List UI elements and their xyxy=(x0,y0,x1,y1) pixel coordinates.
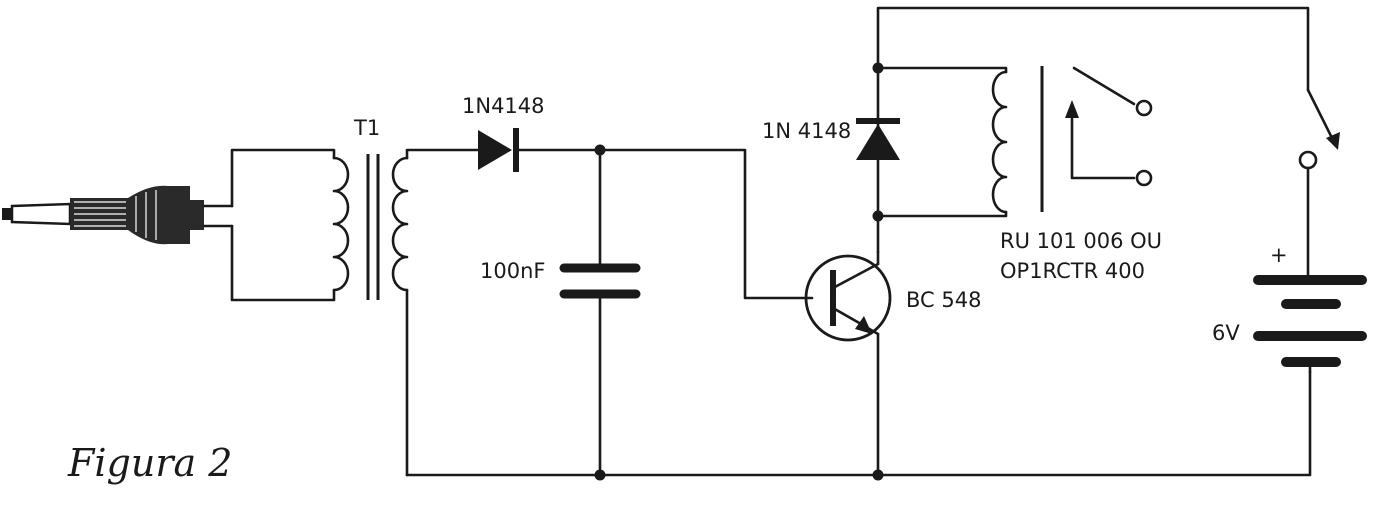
battery-plus-label: + xyxy=(1270,243,1288,267)
relay-label-line2: OP1RCTR 400 xyxy=(1000,259,1145,283)
relay xyxy=(991,66,1153,214)
junction-dot xyxy=(872,469,884,481)
junction-dot xyxy=(872,62,884,74)
battery-6v xyxy=(1253,275,1367,374)
transformer-label: T1 xyxy=(353,116,380,140)
rectifier-diode-label: 1N4148 xyxy=(462,94,545,118)
transistor-label: BC 548 xyxy=(906,288,981,312)
capacitor-100nf xyxy=(559,148,641,477)
transformer-t1 xyxy=(332,148,480,477)
transistor-bc548 xyxy=(804,250,892,477)
capacitor-label: 100nF xyxy=(480,259,545,283)
flyback-diode-label: 1N 4148 xyxy=(762,119,851,143)
power-switch xyxy=(1298,88,1340,280)
audio-plug xyxy=(2,185,234,245)
battery-voltage-label: 6V xyxy=(1212,321,1240,345)
flyback-diode xyxy=(856,118,900,160)
junction-dot xyxy=(594,144,606,156)
rectifier-diode xyxy=(478,128,602,172)
figure-caption: Figura 2 xyxy=(67,441,232,485)
junction-dot xyxy=(872,210,884,222)
relay-label-line1: RU 101 006 OU xyxy=(1000,229,1162,253)
junction-dot xyxy=(594,469,606,481)
